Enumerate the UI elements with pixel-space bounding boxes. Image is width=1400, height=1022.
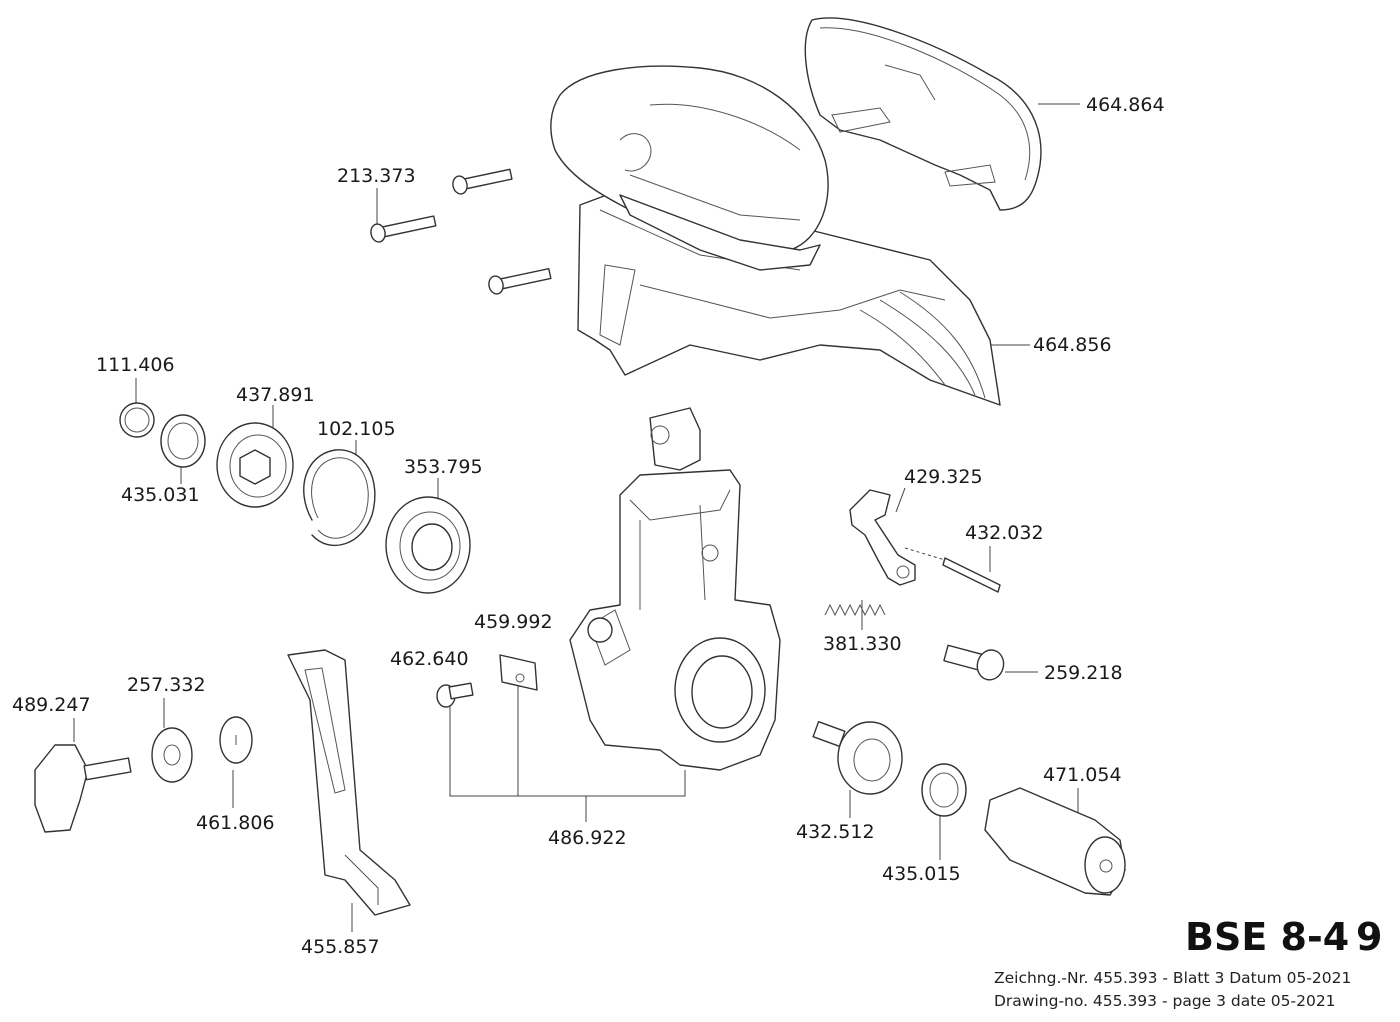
part-label: 432.512: [796, 821, 875, 843]
side-cover-part: [804, 17, 1042, 211]
star-knob-part: [34, 744, 132, 833]
part-label: 464.856: [1033, 334, 1112, 356]
circlip-ring-part: [303, 449, 376, 546]
clamp-plate-part: [499, 654, 538, 691]
handle-cap-part: [550, 65, 829, 271]
part-label: 437.891: [236, 384, 315, 406]
compression-spring-part: [921, 763, 967, 817]
part-label: 432.032: [965, 522, 1044, 544]
title-block: BSE 8-4 9 Zeichng.-Nr. 455.393 - Blatt 3…: [994, 915, 1382, 1010]
part-label: 462.640: [390, 648, 469, 670]
clutch-sleeve-part: [812, 720, 903, 795]
screws-part: [370, 168, 552, 295]
washer-435031-part: [160, 414, 206, 468]
lever-part: [849, 489, 916, 586]
gear-nut-part: [216, 422, 294, 508]
part-label: 471.054: [1043, 764, 1122, 786]
part-label: 455.857: [301, 936, 380, 958]
countersunk-screw-part: [943, 644, 1005, 681]
part-label: 102.105: [317, 418, 396, 440]
spring-part: [824, 603, 886, 617]
part-label: 257.332: [127, 674, 206, 696]
part-label: 461.806: [196, 812, 275, 834]
part-label: 111.406: [96, 354, 175, 376]
guide-rail-part: [287, 649, 411, 916]
small-screw-part: [436, 682, 474, 708]
part-label: 381.330: [823, 633, 902, 655]
washer-461806-part: [219, 716, 253, 764]
part-label: 435.015: [882, 863, 961, 885]
washer-257332-part: [151, 727, 193, 783]
sheet-number: 9: [1356, 915, 1382, 959]
part-label: 459.992: [474, 611, 553, 633]
retaining-clip-part: [119, 402, 155, 438]
drawing-info-en: Drawing-no. 455.393 - page 3 date 05-202…: [994, 992, 1336, 1010]
part-label: 213.373: [337, 165, 416, 187]
part-label: 486.922: [548, 827, 627, 849]
part-label: 259.218: [1044, 662, 1123, 684]
part-number-labels: 464.864 213.373 464.856 111.406 437.891 …: [12, 94, 1165, 958]
model-title: BSE 8-4: [1185, 915, 1349, 959]
drawing-info-de: Zeichng.-Nr. 455.393 - Blatt 3 Datum 05-…: [994, 969, 1351, 987]
cylinder-part: [984, 787, 1126, 896]
part-label: 353.795: [404, 456, 483, 478]
gear-housing-part: [569, 407, 781, 771]
leader-lines: [73, 103, 1080, 932]
pin-part: [904, 547, 1001, 593]
part-label: 429.325: [904, 466, 983, 488]
part-label: 464.864: [1086, 94, 1165, 116]
part-label: 435.031: [121, 484, 200, 506]
part-label: 489.247: [12, 694, 91, 716]
ball-bearing-part: [385, 496, 471, 594]
